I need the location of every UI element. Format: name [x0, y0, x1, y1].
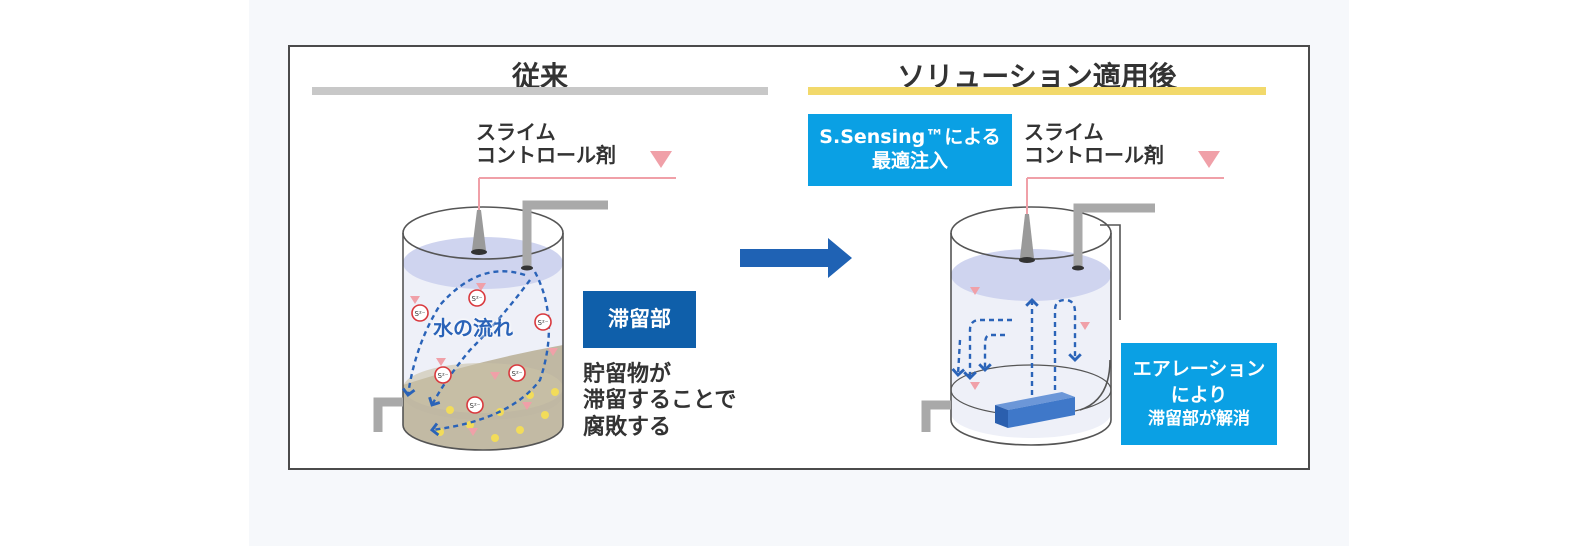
sensing-line2: 最適注入 — [871, 150, 948, 172]
svg-text:S²⁻: S²⁻ — [512, 370, 523, 378]
left-title-bar — [312, 87, 768, 95]
left-description: 貯留物が 滞留することで 腐敗する — [583, 362, 736, 441]
aeration-badge: エアレーション により 滞留部が解消 — [1121, 343, 1277, 445]
left-description-line2: 滞留することで — [583, 388, 737, 414]
aeration-line1: エアレーション — [1132, 357, 1266, 380]
left-chemical-line1: スライム — [476, 120, 556, 144]
svg-text:S²⁻: S²⁻ — [470, 402, 481, 410]
right-chemical-label: スライム コントロール剤 — [1024, 121, 1164, 167]
sensing-line1: S.Sensing™による — [819, 126, 1001, 149]
svg-text:S²⁻: S²⁻ — [538, 319, 549, 327]
right-chemical-line1: スライム — [1024, 120, 1104, 144]
right-arrow-icon — [740, 238, 852, 278]
left-tank: S²⁻ S²⁻ S²⁻ S²⁻ S²⁻ S²⁻ — [373, 151, 676, 451]
water-flow-label: 水の流れ — [433, 316, 513, 340]
left-chemical-label: スライム コントロール剤 — [476, 121, 616, 167]
right-title-bar — [808, 87, 1266, 95]
aeration-line3: 滞留部が解消 — [1148, 409, 1250, 430]
left-description-line3: 腐敗する — [583, 414, 672, 440]
stagnant-zone-text: 滞留部 — [608, 307, 671, 332]
stagnant-zone-badge: 滞留部 — [583, 291, 696, 348]
sensing-badge: S.Sensing™による 最適注入 — [808, 114, 1012, 186]
svg-text:S²⁻: S²⁻ — [438, 372, 449, 380]
left-description-line1: 貯留物が — [583, 362, 672, 387]
right-tank — [921, 151, 1224, 446]
left-chemical-line2: コントロール剤 — [476, 143, 616, 167]
svg-text:S²⁻: S²⁻ — [472, 295, 483, 303]
right-chemical-line2: コントロール剤 — [1024, 143, 1164, 167]
aeration-line2: により — [1170, 383, 1228, 406]
svg-text:S²⁻: S²⁻ — [415, 310, 426, 318]
